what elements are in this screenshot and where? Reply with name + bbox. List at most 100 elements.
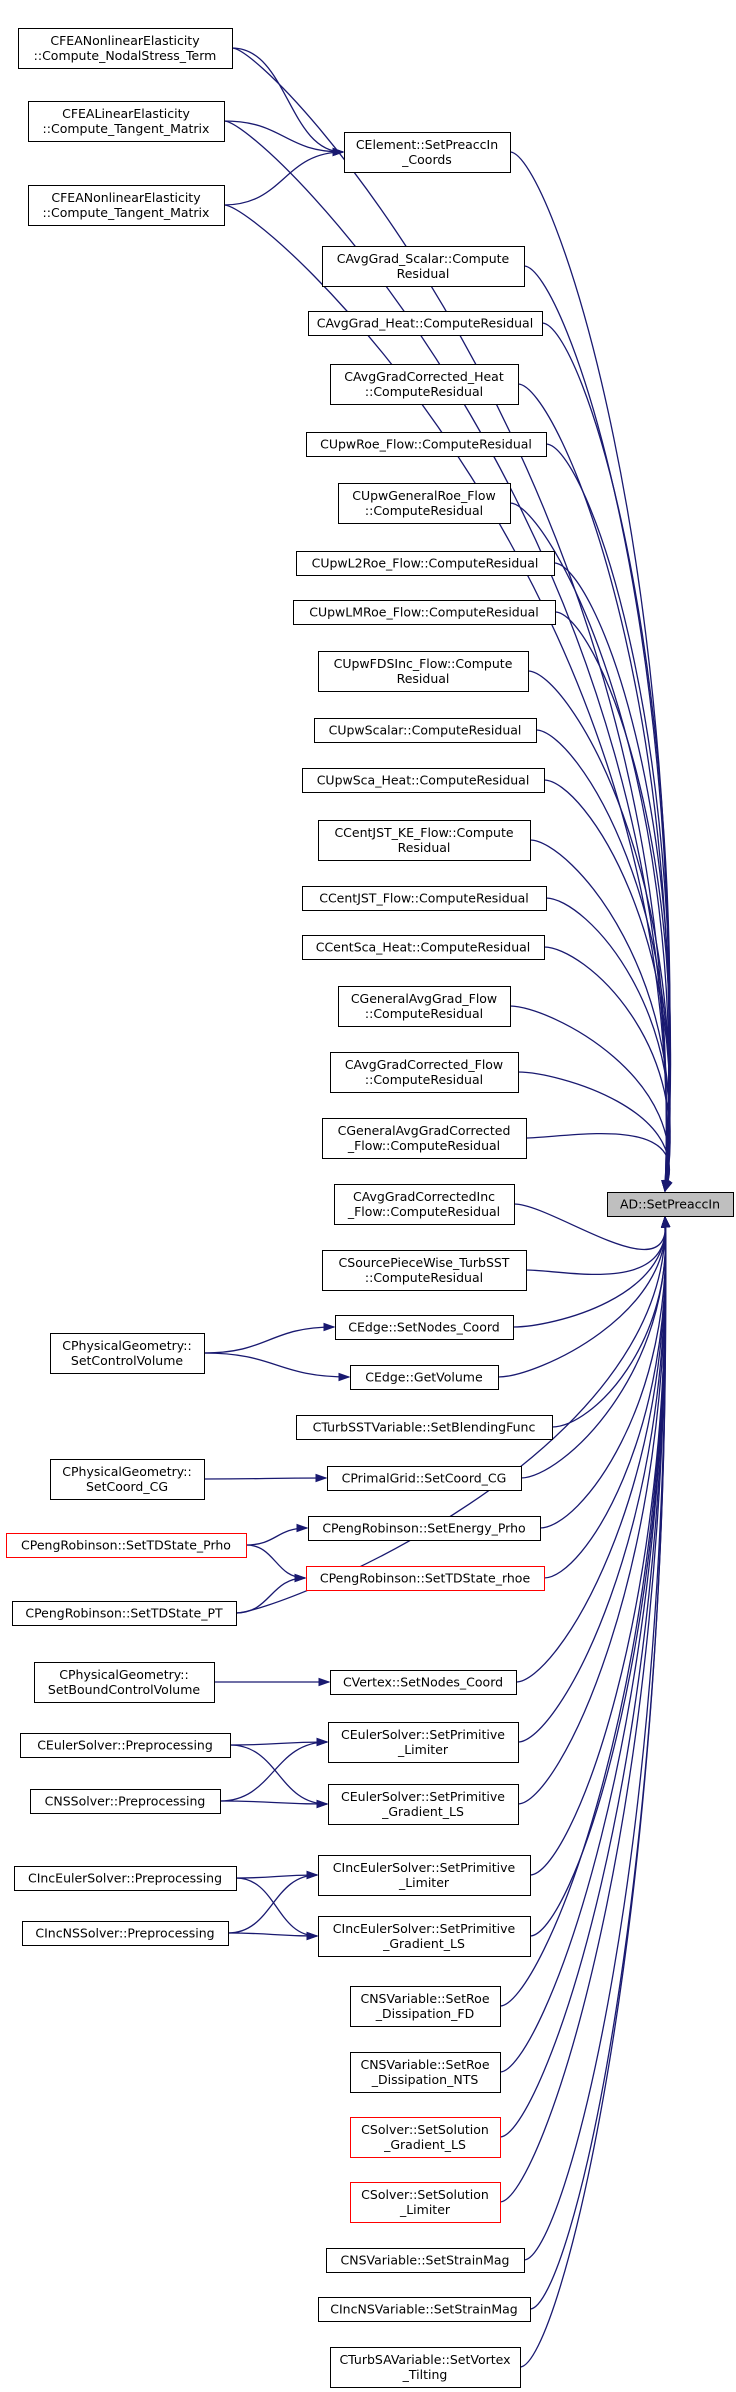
node-n-centsca-heat[interactable]: CCentSca_Heat::ComputeResidual (302, 935, 545, 960)
edge-n_edge_setnodes-to-root-line (512, 1216, 666, 1328)
node-n-genavggradcorr[interactable]: CGeneralAvgGradCorrected_Flow::ComputeRe… (322, 1118, 527, 1159)
node-box (28, 101, 225, 142)
edge-n_pr_tdstate_pt-to-n_pr_tdstate_rhoe (235, 1573, 307, 1614)
node-n-turbsa-vortex[interactable]: CTurbSAVariable::SetVortex_Tilting (330, 2347, 521, 2388)
node-n-euler-grad[interactable]: CEulerSolver::SetPrimitive_Gradient_LS (328, 1784, 519, 1825)
edge-n_physgeo_boundcv-to-n_vertex_setnodes (213, 1677, 331, 1687)
node-box (330, 1052, 519, 1093)
edge-n_centjst-to-root-line (545, 897, 671, 1192)
node-n-edge-getvol[interactable]: CEdge::GetVolume (350, 1365, 499, 1390)
node-box (338, 483, 511, 524)
node-label: CEulerSolver::Preprocessing (37, 1738, 213, 1753)
node-label: CEulerSolver::SetPrimitive (341, 1727, 505, 1742)
node-n-upwscalar[interactable]: CUpwScalar::ComputeResidual (314, 718, 537, 743)
node-label: CNSSolver::Preprocessing (45, 1794, 206, 1809)
node-box (318, 820, 531, 861)
node-n-fea-nl-stress[interactable]: CFEANonlinearElasticity::Compute_NodalSt… (18, 28, 233, 69)
node-n-upwl2roe[interactable]: CUpwL2Roe_Flow::ComputeResidual (296, 551, 555, 576)
node-n-incnsvar-strain[interactable]: CIncNSVariable::SetStrainMag (318, 2297, 531, 2322)
edge-n_incns_pre-to-n_inceuler_lim-arrowhead (306, 1870, 319, 1880)
node-label: SetCoord_CG (86, 1479, 168, 1494)
edge-n_turbsa_vortex-to-root (519, 1215, 670, 2368)
edge-n_inceuler_pre-to-n_inceuler_lim-line (235, 1874, 318, 1879)
node-n-euler-pre[interactable]: CEulerSolver::Preprocessing (20, 1733, 231, 1758)
node-n-avggradcorr-flow[interactable]: CAvgGradCorrected_Flow::ComputeResidual (330, 1052, 519, 1093)
edge-n_genavggradcorr-to-root-line (525, 1132, 671, 1192)
edge-n_physgeo_ctrlvol-to-n_edge_getvol (203, 1352, 351, 1382)
node-box (350, 1986, 501, 2027)
node-n-upwroe[interactable]: CUpwRoe_Flow::ComputeResidual (306, 432, 547, 457)
node-n-upwgenroe[interactable]: CUpwGeneralRoe_Flow::ComputeResidual (338, 483, 511, 524)
node-n-upwfdsinc[interactable]: CUpwFDSInc_Flow::ComputeResidual (318, 651, 529, 692)
node-n-vertex-setnodes[interactable]: CVertex::SetNodes_Coord (330, 1670, 517, 1695)
node-n-solver-grad[interactable]: CSolver::SetSolution_Gradient_LS (350, 2117, 501, 2158)
node-root[interactable]: AD::SetPreaccIn (607, 1192, 734, 1217)
node-label: CAvgGrad_Heat::ComputeResidual (317, 316, 533, 331)
node-n-inceuler-grad[interactable]: CIncEulerSolver::SetPrimitive_Gradient_L… (318, 1916, 531, 1957)
edge-n_nsvar_roents-to-root-line (499, 1216, 667, 2073)
node-n-centjst[interactable]: CCentJST_Flow::ComputeResidual (302, 886, 547, 911)
node-n-avggradcorr-heat[interactable]: CAvgGradCorrected_Heat::ComputeResidual (330, 364, 519, 405)
node-n-pr-tdstate-pt[interactable]: CPengRobinson::SetTDState_PT (12, 1601, 237, 1626)
node-label: ::ComputeResidual (365, 503, 483, 518)
edge-n_pr_tdstate_prho-to-n_pr_energy-arrowhead (296, 1523, 309, 1533)
node-n-fea-nl-tan[interactable]: CFEANonlinearElasticity::Compute_Tangent… (28, 185, 225, 226)
edge-n_centsca_heat-to-root (543, 946, 672, 1193)
node-n-euler-lim[interactable]: CEulerSolver::SetPrimitive_Limiter (328, 1722, 519, 1763)
node-n-nsvar-strain[interactable]: CNSVariable::SetStrainMag (326, 2248, 525, 2273)
node-n-element[interactable]: CElement::SetPreaccIn_Coords (344, 132, 511, 173)
edge-n_physgeo_coordcg-to-n_primal_coordcg-arrowhead (315, 1473, 328, 1483)
node-box (296, 1415, 553, 1440)
edge-n_pr_energy-to-root (539, 1215, 670, 1529)
node-n-sourcepw[interactable]: CSourcePieceWise_TurbSST::ComputeResidua… (322, 1250, 527, 1291)
node-n-centjst-ke[interactable]: CCentJST_KE_Flow::ComputeResidual (318, 820, 531, 861)
node-n-avggrad-scalar[interactable]: CAvgGrad_Scalar::ComputeResidual (322, 246, 525, 287)
node-box (302, 768, 545, 793)
edge-n_turbsst_blend-to-root-line (551, 1216, 667, 1428)
node-n-ns-pre[interactable]: CNSSolver::Preprocessing (30, 1789, 221, 1814)
edge-n_avggrad_scalar-to-root-line (523, 265, 671, 1192)
node-n-inceuler-lim[interactable]: CIncEulerSolver::SetPrimitive_Limiter (318, 1855, 531, 1896)
node-n-upwlmroe[interactable]: CUpwLMRoe_Flow::ComputeResidual (293, 600, 556, 625)
node-n-incns-pre[interactable]: CIncNSSolver::Preprocessing (22, 1921, 229, 1946)
node-label: _Flow::ComputeResidual (347, 1138, 500, 1153)
edge-n_avggrad_scalar-to-root (523, 265, 671, 1193)
node-n-pr-tdstate-rhoe[interactable]: CPengRobinson::SetTDState_rhoe (306, 1566, 545, 1591)
node-box (314, 718, 537, 743)
edge-n_physgeo_coordcg-to-n_primal_coordcg (203, 1473, 328, 1483)
edge-n_upwscalar-to-root-line (535, 729, 671, 1192)
node-box (28, 185, 225, 226)
node-label: _Limiter (397, 1742, 449, 1757)
node-n-avggradcorrinc[interactable]: CAvgGradCorrectedInc_Flow::ComputeResidu… (334, 1184, 515, 1225)
edge-n_upwscalar-to-root (535, 729, 671, 1193)
node-n-upwsca-heat[interactable]: CUpwSca_Heat::ComputeResidual (302, 768, 545, 793)
node-n-turbsst-blend[interactable]: CTurbSSTVariable::SetBlendingFunc (296, 1415, 553, 1440)
node-n-avggrad-heat[interactable]: CAvgGrad_Heat::ComputeResidual (308, 311, 543, 336)
node-n-genavggrad[interactable]: CGeneralAvgGrad_Flow::ComputeResidual (338, 986, 511, 1027)
node-n-solver-lim[interactable]: CSolver::SetSolution_Limiter (350, 2182, 501, 2223)
edge-n_pr_tdstate_prho-to-n_pr_tdstate_rhoe-line (245, 1544, 306, 1579)
node-n-inceuler-pre[interactable]: CIncEulerSolver::Preprocessing (14, 1866, 237, 1891)
node-n-physgeo-boundcv[interactable]: CPhysicalGeometry::SetBoundControlVolume (34, 1662, 215, 1703)
node-box (293, 600, 556, 625)
edge-n_element-to-root (509, 151, 670, 1193)
node-n-physgeo-coordcg[interactable]: CPhysicalGeometry::SetCoord_CG (50, 1459, 205, 1500)
edge-n_element-to-root-line (509, 151, 670, 1192)
node-n-primal-coordcg[interactable]: CPrimalGrid::SetCoord_CG (327, 1466, 522, 1491)
node-box (335, 1315, 514, 1340)
node-n-pr-tdstate-prho[interactable]: CPengRobinson::SetTDState_Prho (6, 1533, 247, 1558)
edge-n_avggradcorr_flow-to-root (517, 1071, 673, 1193)
node-label: Residual (397, 671, 450, 686)
node-n-pr-energy[interactable]: CPengRobinson::SetEnergy_Prho (308, 1516, 541, 1541)
node-n-fea-lin-tan[interactable]: CFEALinearElasticity::Compute_Tangent_Ma… (28, 101, 225, 142)
call-edges (203, 47, 673, 2368)
node-n-physgeo-ctrlvol[interactable]: CPhysicalGeometry::SetControlVolume (50, 1333, 205, 1374)
node-label: CPengRobinson::SetTDState_Prho (21, 1538, 231, 1553)
node-n-nsvar-roefd[interactable]: CNSVariable::SetRoe_Dissipation_FD (350, 1986, 501, 2027)
node-box (327, 1466, 522, 1491)
node-label: CIncEulerSolver::SetPrimitive (333, 1921, 516, 1936)
node-n-nsvar-roents[interactable]: CNSVariable::SetRoe_Dissipation_NTS (350, 2052, 501, 2093)
node-label: CUpwLMRoe_Flow::ComputeResidual (309, 605, 539, 620)
edge-n_fea_lin_tan-to-n_element-line (223, 120, 344, 153)
node-n-edge-setnodes[interactable]: CEdge::SetNodes_Coord (335, 1315, 514, 1340)
